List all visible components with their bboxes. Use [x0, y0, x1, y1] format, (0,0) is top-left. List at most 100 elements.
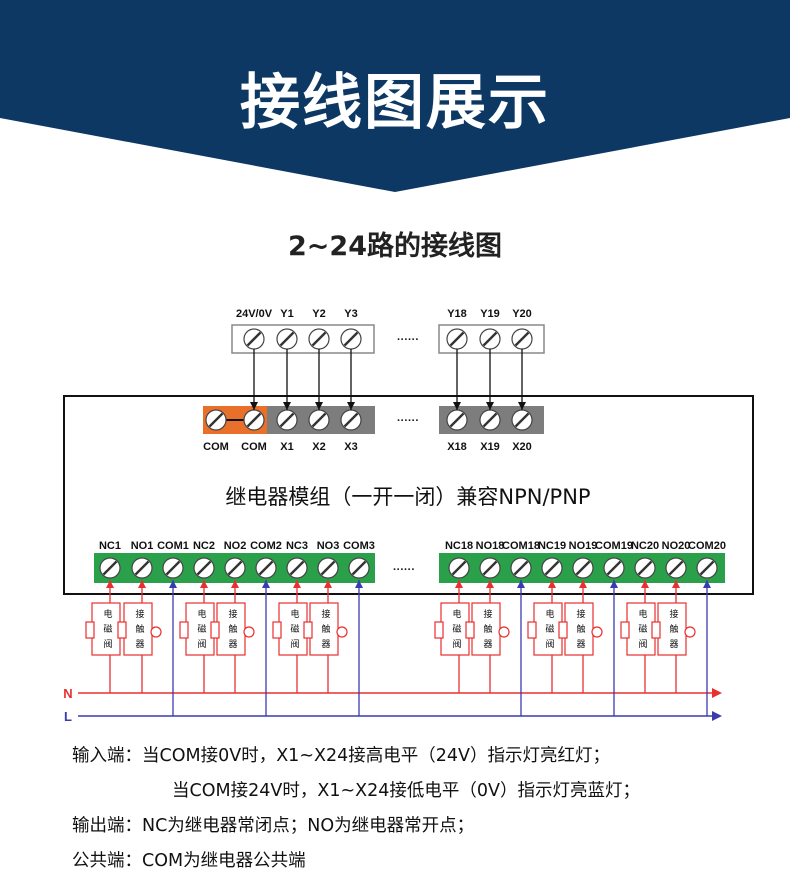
n-label: N: [63, 686, 72, 701]
output-terminal-label: COM1: [157, 540, 189, 552]
output-screw-slot: [699, 560, 715, 576]
arrow-head: [283, 402, 291, 410]
output-terminal-label: COM18: [502, 540, 540, 552]
output-terminal-label: NO19: [569, 540, 598, 552]
contactor-box: [657, 602, 687, 656]
contactor-label: 器: [321, 639, 330, 650]
arrow-head: [231, 580, 239, 588]
arrow-head: [610, 580, 618, 588]
output-screw-slot: [165, 560, 181, 576]
arrow-head: [169, 580, 177, 588]
top-screw-slot: [246, 331, 262, 347]
input-screw-slot: [208, 412, 224, 428]
contactor-box: [564, 602, 594, 656]
valve-coil: [620, 621, 630, 639]
contactor-lamp: [498, 626, 510, 638]
top-terminal-label: 24V/0V: [236, 308, 273, 320]
output-terminal-label: NC20: [631, 540, 659, 552]
contactor-coil: [651, 621, 661, 639]
output-terminal-label: COM3: [343, 540, 375, 552]
valve-label: 阀: [545, 639, 554, 650]
contactor-label: 触: [321, 623, 330, 635]
output-screw-slot: [351, 560, 367, 576]
contactor-label: 器: [228, 639, 237, 650]
output-terminal-label: COM20: [688, 540, 726, 552]
contactor-label: 接: [228, 608, 237, 620]
output-terminal-label: NO3: [317, 540, 340, 552]
valve-label: 磁: [103, 623, 112, 635]
input-screw-slot: [311, 412, 327, 428]
contactor-box: [123, 602, 153, 656]
contactor-label: 接: [321, 608, 330, 620]
input-screw-slot: [482, 412, 498, 428]
contactor-coil: [117, 621, 127, 639]
valve-label: 阀: [638, 639, 647, 650]
top-screw-slot: [343, 331, 359, 347]
top-terminal-label: Y3: [344, 308, 357, 320]
arrow-head: [518, 402, 526, 410]
input-terminal-label: COM: [241, 441, 267, 453]
valve-label: 电: [452, 608, 461, 620]
top-terminal-label: Y1: [280, 308, 293, 320]
output-screw-slot: [320, 560, 336, 576]
output-terminal-label: COM2: [250, 540, 282, 552]
contactor-label: 器: [669, 639, 678, 650]
top-screw-slot: [514, 331, 530, 347]
arrow-head: [250, 402, 258, 410]
output-screw-slot: [637, 560, 653, 576]
input-terminal-label: X1: [280, 441, 293, 453]
output-screw-slot: [482, 560, 498, 576]
valve-label: 电: [545, 608, 554, 620]
arrow-head: [455, 580, 463, 588]
page-title: 接线图展示: [240, 68, 550, 138]
output-terminal-label: NC2: [193, 540, 215, 552]
output-screw-slot: [544, 560, 560, 576]
output-screw-slot: [289, 560, 305, 576]
top-screw-slot: [279, 331, 295, 347]
input-terminal-label: X2: [312, 441, 325, 453]
valve-label: 电: [103, 608, 112, 620]
arrow-head: [486, 580, 494, 588]
valve-label: 电: [197, 608, 206, 620]
valve-box: [91, 602, 121, 656]
output-screw-slot: [668, 560, 684, 576]
valve-label: 阀: [290, 639, 299, 650]
contactor-label: 触: [483, 623, 492, 635]
contactor-label: 器: [135, 639, 144, 650]
l-label: L: [64, 709, 72, 724]
contactor-label: 触: [228, 623, 237, 635]
output-screw-slot: [258, 560, 274, 576]
valve-label: 阀: [452, 639, 461, 650]
contactor-label: 接: [483, 608, 492, 620]
arrow-head: [486, 402, 494, 410]
valve-label: 磁: [545, 623, 554, 635]
top-terminal-label: Y19: [480, 308, 500, 320]
contactor-lamp: [684, 626, 696, 638]
n-arrow: [712, 688, 722, 698]
output-screw-slot: [451, 560, 467, 576]
l-arrow: [712, 711, 722, 721]
output-terminal-label: COM19: [595, 540, 633, 552]
output-terminal-label: NC19: [538, 540, 566, 552]
diagram-subtitle: 2~24路的接线图: [288, 231, 502, 262]
input-screw-slot: [246, 412, 262, 428]
arrow-head: [355, 580, 363, 588]
valve-box: [185, 602, 215, 656]
input-ellipsis: ······: [397, 415, 419, 427]
contactor-coil: [210, 621, 220, 639]
top-terminal-label: Y20: [512, 308, 532, 320]
valve-label: 磁: [638, 623, 647, 635]
contactor-label: 接: [669, 608, 678, 620]
output-screw-slot: [513, 560, 529, 576]
top-screw-slot: [482, 331, 498, 347]
input-screw-slot: [343, 412, 359, 428]
valve-box: [533, 602, 563, 656]
arrow-head: [138, 580, 146, 588]
contactor-box: [309, 602, 339, 656]
contactor-coil: [465, 621, 475, 639]
input-terminal-label: X20: [512, 441, 532, 453]
output-screw-slot: [606, 560, 622, 576]
output-terminal-label: NO1: [131, 540, 154, 552]
contactor-lamp: [243, 626, 255, 638]
